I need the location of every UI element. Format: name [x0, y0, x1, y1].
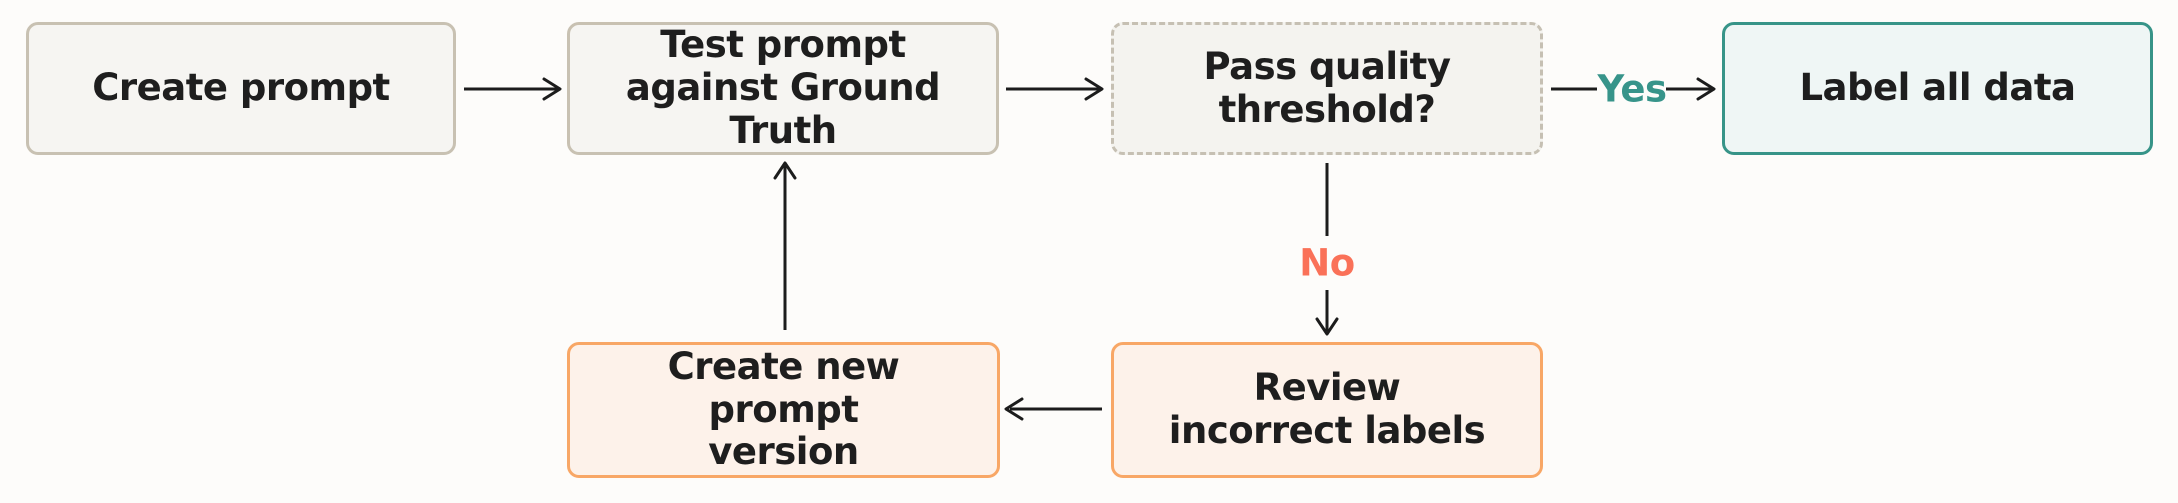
arrow-create-to-test [464, 77, 562, 101]
node-label: Pass quality threshold? [1203, 44, 1451, 131]
arrow-test-to-pass [1006, 77, 1104, 101]
arrow-createnew-to-test [773, 161, 797, 330]
edge-label-no: No [1299, 241, 1355, 285]
node-label: Create prompt [92, 66, 390, 110]
node-label: Create new prompt version [667, 344, 900, 474]
node-label-all-data: Label all data [1722, 22, 2153, 155]
edge-label-yes: Yes [1597, 67, 1667, 111]
node-label: Review incorrect labels [1168, 366, 1486, 452]
node-label: Test prompt against Ground Truth [625, 23, 941, 152]
node-review-incorrect-labels: Review incorrect labels [1111, 342, 1543, 478]
node-label: Label all data [1799, 66, 2076, 110]
node-create-prompt: Create prompt [26, 22, 456, 155]
arrow-review-to-createnew [1004, 397, 1102, 421]
node-create-new-prompt-version: Create new prompt version [567, 342, 1000, 478]
node-pass-quality-threshold: Pass quality threshold? [1111, 22, 1543, 155]
node-test-prompt: Test prompt against Ground Truth [567, 22, 999, 155]
